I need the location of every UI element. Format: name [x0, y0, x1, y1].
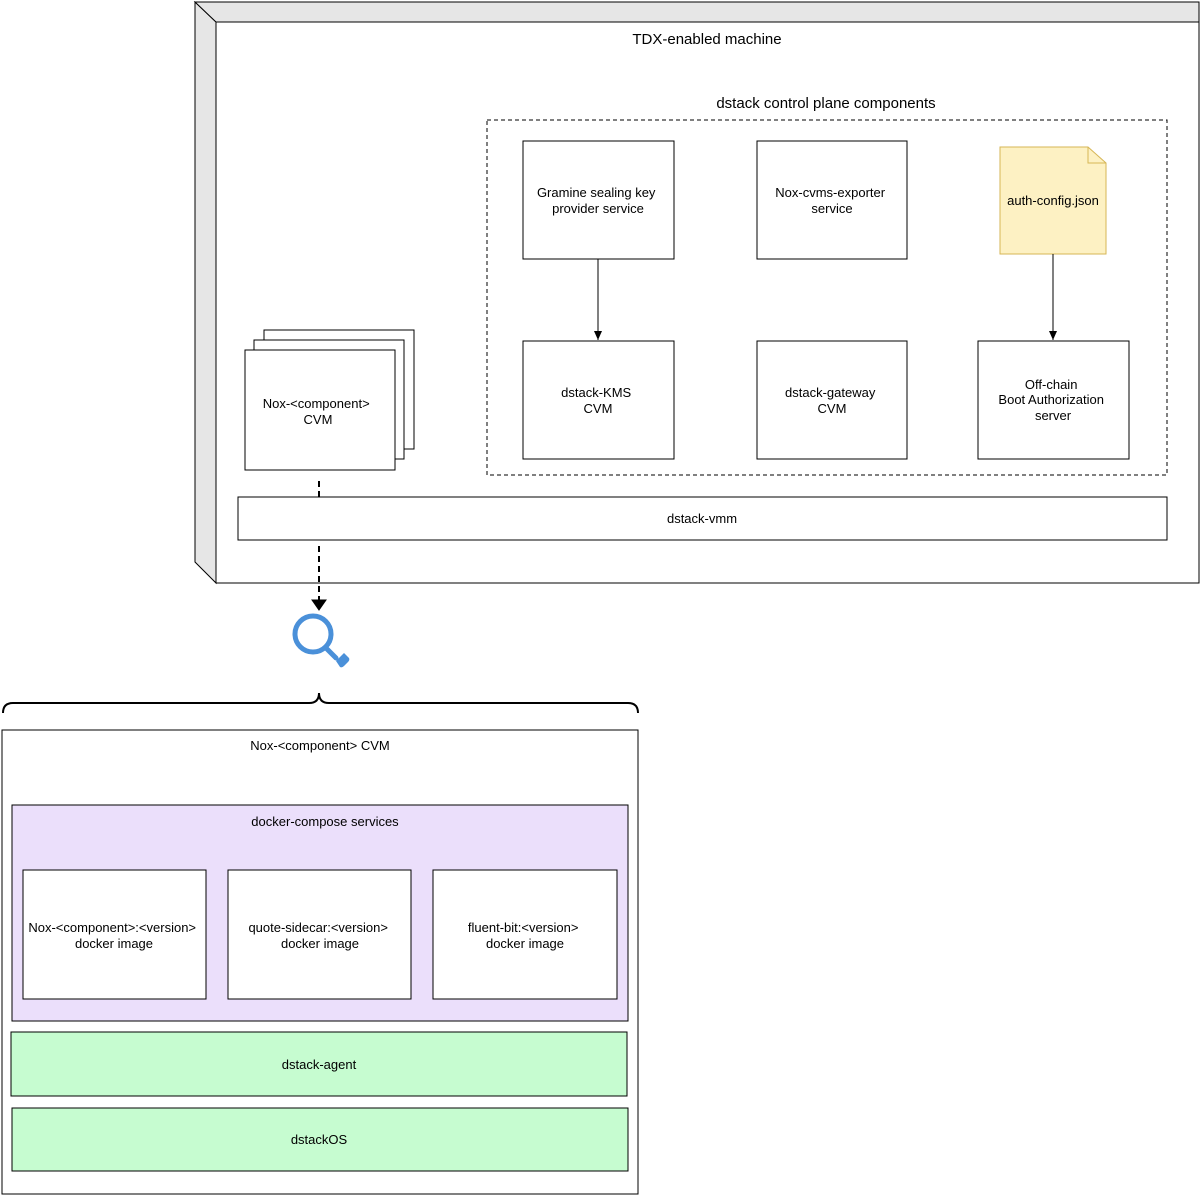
vmm-layer: dstack-vmm [237, 496, 1168, 541]
os-layer-box [11, 1107, 629, 1172]
detail-curly-brace [2, 692, 639, 714]
nox-image-label: Nox-<component>:<version> docker image [28, 920, 199, 951]
offchain-server-box [977, 340, 1130, 460]
gateway-cvm-box [756, 340, 908, 460]
machine-top-face [193, 1, 1200, 23]
auth-config-label: auth-config.json [1007, 193, 1099, 208]
sidecar-image-box [227, 869, 412, 1000]
kms-cvm-box [522, 340, 675, 460]
machine-front-face [215, 21, 1200, 584]
control-plane-title: dstack control plane components [716, 95, 935, 112]
cvm-detail: Nox-<component> CVM docker-compose servi… [1, 729, 639, 1195]
nox-cvm-stack-front [244, 349, 396, 471]
agent-layer-box [10, 1031, 628, 1097]
fluentbit-image-label: fluent-bit:<version> docker image [468, 920, 582, 951]
nox-cvm-stack: Nox-<component> CVM [244, 329, 415, 471]
magnifier-icon [292, 613, 350, 668]
auth-config-note-fold [1087, 147, 1106, 164]
gateway-cvm-label: dstack-gateway CVM [785, 385, 879, 416]
offchain-server-label: Off-chain Boot Authorization server [998, 377, 1107, 423]
exporter-service-label: Nox-cvms-exporter service [775, 185, 888, 216]
nox-image-box [22, 869, 207, 1000]
tdx-machine: TDX-enabled machine [193, 0, 1200, 585]
sidecar-image-label: quote-sidecar:<version> docker image [248, 920, 391, 951]
compose-services-title: docker-compose services [251, 814, 399, 829]
nox-cvm-stack-label: Nox-<component> CVM [263, 396, 374, 427]
control-plane-group: dstack control plane components Gramine … [486, 95, 1168, 476]
os-layer-label: dstackOS [291, 1132, 348, 1147]
vmm-box [237, 496, 1168, 541]
exporter-service-box [756, 140, 908, 260]
vmm-label: dstack-vmm [667, 511, 737, 526]
kms-cvm-label: dstack-KMS CVM [561, 385, 635, 416]
gramine-service-box [522, 140, 675, 260]
agent-layer-label: dstack-agent [282, 1057, 357, 1072]
cvm-detail-title: Nox-<component> CVM [250, 738, 389, 753]
fluentbit-image-box [432, 869, 618, 1000]
auth-config-note [999, 146, 1107, 255]
control-plane-frame [486, 119, 1168, 476]
connector-arrowhead [311, 599, 327, 611]
machine-title: TDX-enabled machine [632, 31, 781, 48]
machine-side-face [194, 0, 217, 585]
gramine-service-label: Gramine sealing key provider service [537, 185, 659, 216]
